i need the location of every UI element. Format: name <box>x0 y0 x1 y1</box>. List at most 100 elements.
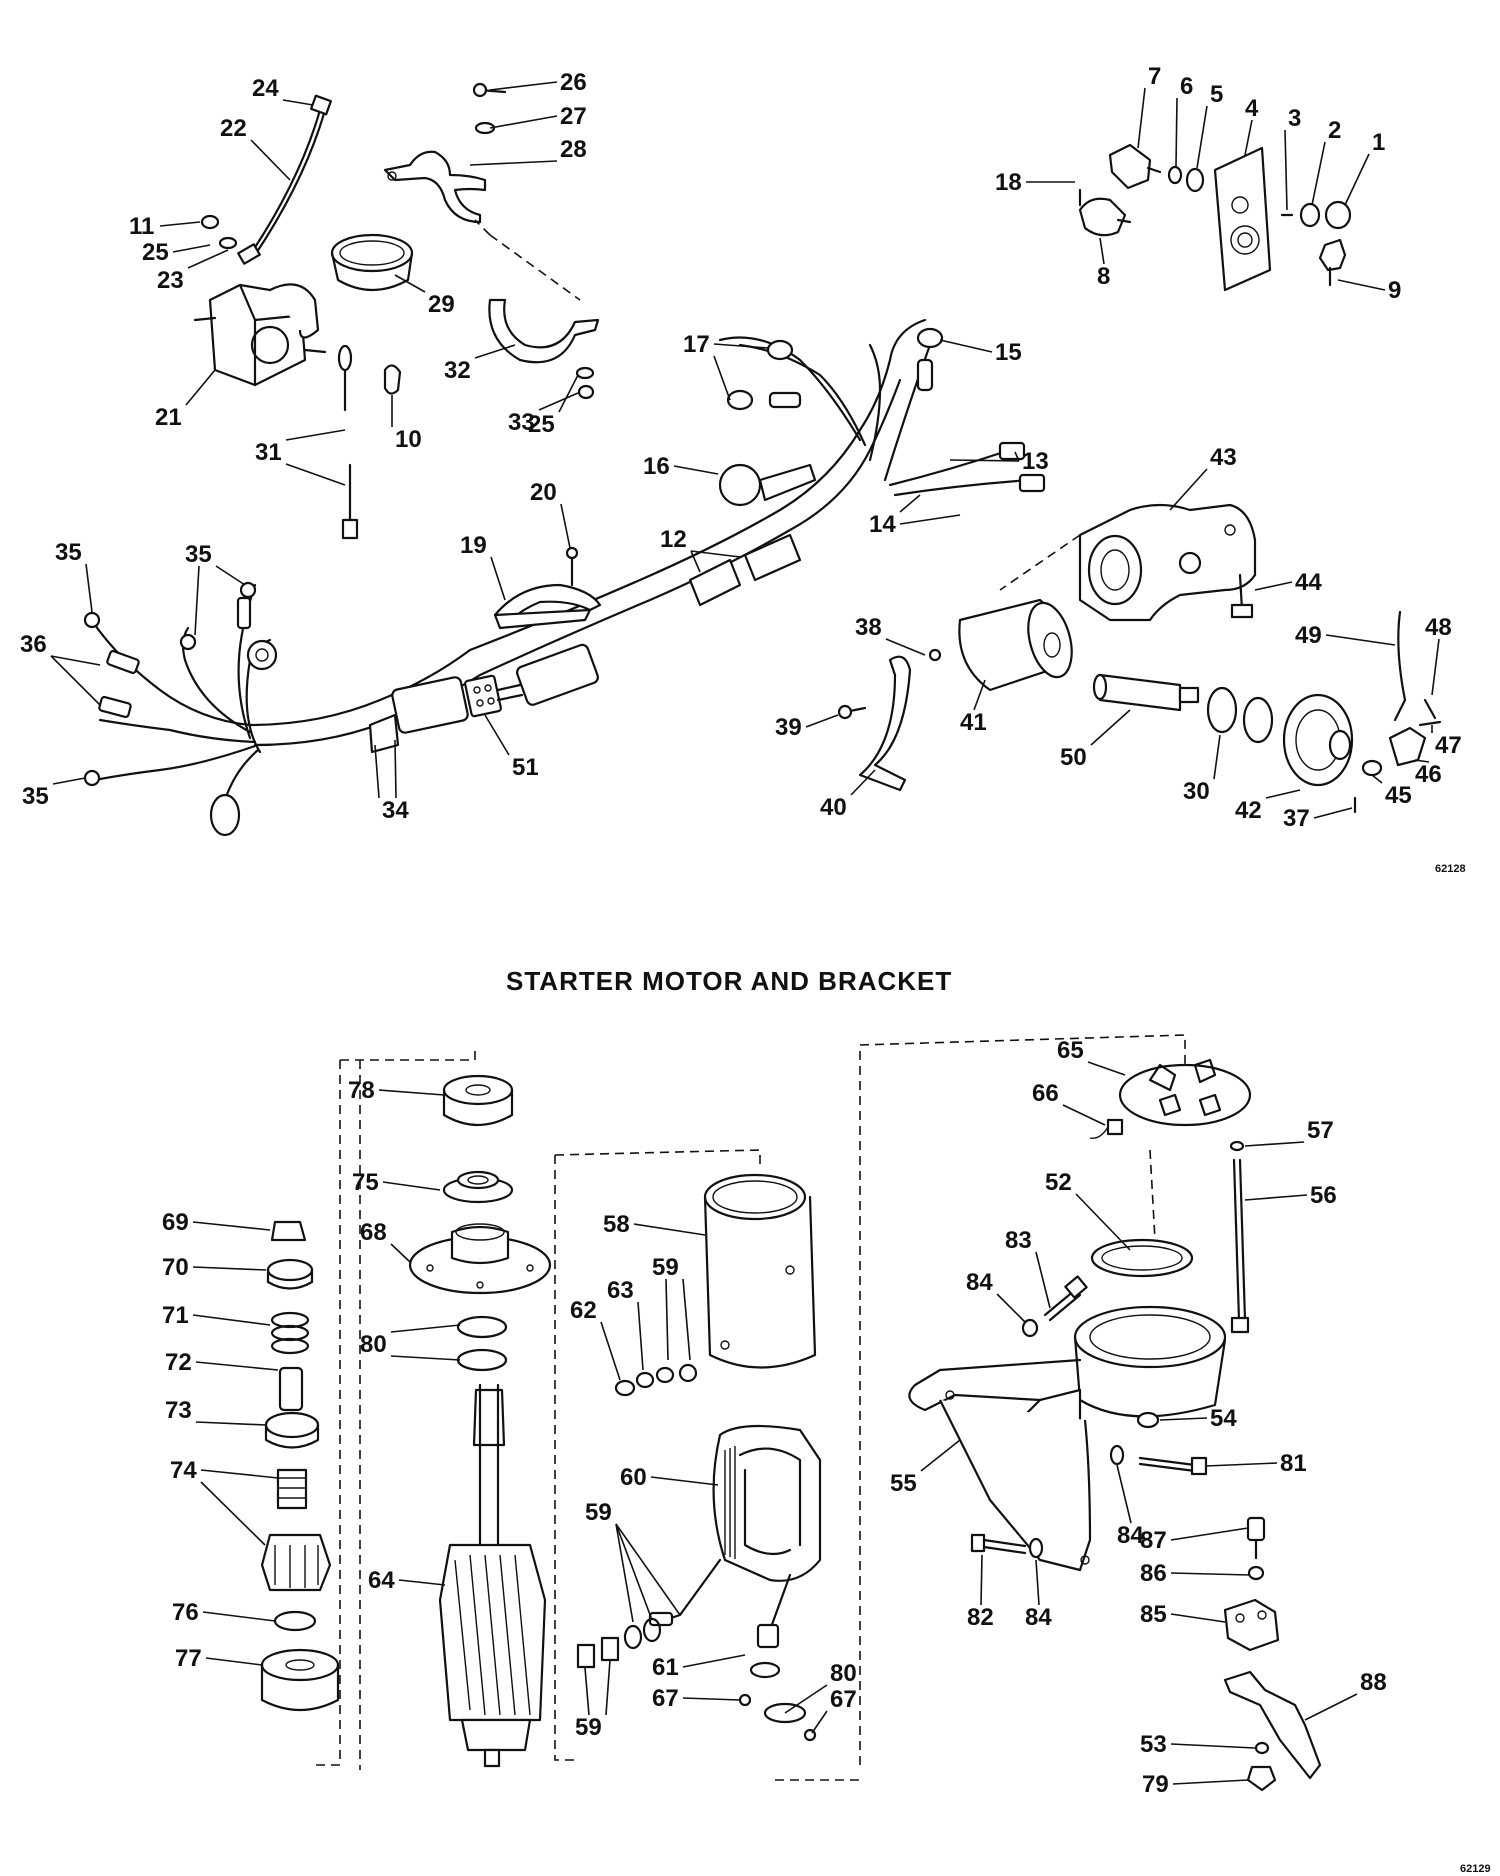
top-callout-46: 46 <box>1415 761 1442 788</box>
top-callout-27: 27 <box>560 103 587 130</box>
top-callout-7: 7 <box>1148 63 1161 90</box>
bottom-leader-59 <box>605 1659 611 1716</box>
top-callout-36: 36 <box>20 631 47 658</box>
solenoid-bracket-85-88 <box>1223 1516 1322 1792</box>
top-leader-34 <box>374 744 380 799</box>
bottom-callout-63: 63 <box>607 1277 634 1304</box>
frame-58 <box>703 1173 817 1369</box>
top-callout-30: 30 <box>1183 778 1210 805</box>
top-leader-35 <box>215 565 246 586</box>
bottom-leader-62 <box>600 1321 621 1381</box>
top-leader-4 <box>1244 119 1253 156</box>
top-callout-33: 33 <box>508 409 535 436</box>
top-callout-51: 51 <box>512 754 539 781</box>
top-callout-47: 47 <box>1435 732 1462 759</box>
top-callout-25: 25 <box>528 411 555 438</box>
top-leader-50 <box>1090 709 1131 746</box>
bottom-leader-63 <box>637 1301 644 1371</box>
top-leader-19 <box>490 556 506 601</box>
top-leader-16 <box>673 465 719 475</box>
bottom-callout-79: 79 <box>1142 1771 1169 1798</box>
bottom-callout-80: 80 <box>360 1331 387 1358</box>
top-leader-31 <box>285 429 346 441</box>
bottom-callout-56: 56 <box>1310 1182 1337 1209</box>
bottom-leader-59 <box>665 1278 669 1361</box>
top-callout-35: 35 <box>185 541 212 568</box>
bottom-leader-83 <box>1035 1251 1051 1309</box>
top-callout-18: 18 <box>995 169 1022 196</box>
top-callout-50: 50 <box>1060 744 1087 771</box>
bottom-leader-88 <box>1304 1693 1358 1721</box>
top-callout-32: 32 <box>444 357 471 384</box>
bottom-callout-88: 88 <box>1360 1669 1387 1696</box>
bottom-callout-67: 67 <box>652 1685 679 1712</box>
bottom-callout-71: 71 <box>162 1302 189 1329</box>
bottom-callout-85: 85 <box>1140 1601 1167 1628</box>
top-callout-16: 16 <box>643 453 670 480</box>
top-leader-44 <box>1254 581 1293 591</box>
top-leader-26 <box>489 81 558 91</box>
top-callout-41: 41 <box>960 709 987 736</box>
top-leader-37 <box>1313 807 1353 819</box>
bottom-callout-84: 84 <box>966 1269 993 1296</box>
top-leader-36 <box>50 655 101 666</box>
top-callout-4: 4 <box>1245 95 1259 122</box>
bottom-leader-71 <box>192 1314 271 1326</box>
bottom-callout-54: 54 <box>1210 1405 1237 1432</box>
bottom-leader-70 <box>192 1266 267 1271</box>
top-leader-7 <box>1137 87 1146 149</box>
bottom-leader-72 <box>195 1361 279 1371</box>
top-leader-21 <box>185 369 216 406</box>
bottom-callout-60: 60 <box>620 1464 647 1491</box>
bottom-leader-84 <box>1035 1559 1040 1606</box>
bottom-callout-73: 73 <box>165 1397 192 1424</box>
bottom-callout-78: 78 <box>348 1077 375 1104</box>
bottom-leader-52 <box>1075 1193 1131 1251</box>
bottom-leader-65 <box>1087 1061 1126 1076</box>
bottom-leader-80 <box>784 1684 828 1714</box>
bottom-leader-79 <box>1172 1779 1249 1785</box>
bottom-leader-54 <box>1159 1417 1208 1421</box>
bottom-leader-56 <box>1244 1194 1308 1201</box>
top-callout-12: 12 <box>660 526 687 553</box>
bottom-callout-84: 84 <box>1117 1522 1144 1549</box>
drive-stack-69-77 <box>260 1220 340 1712</box>
bottom-leader-76 <box>202 1611 276 1622</box>
top-leader-14 <box>899 514 961 525</box>
top-leader-28 <box>469 160 558 166</box>
bottom-callout-83: 83 <box>1005 1227 1032 1254</box>
top-leader-45 <box>1371 774 1383 784</box>
bottom-callout-67: 67 <box>830 1686 857 1713</box>
top-leader-12 <box>690 550 741 558</box>
top-callout-35: 35 <box>55 539 82 566</box>
bottom-callout-59: 59 <box>575 1714 602 1741</box>
top-callout-28: 28 <box>560 136 587 163</box>
strap-40 <box>837 655 912 792</box>
bottom-callout-59: 59 <box>652 1254 679 1281</box>
top-leader-46 <box>1414 759 1430 763</box>
bottom-callout-65: 65 <box>1057 1037 1084 1064</box>
bottom-leader-84 <box>996 1293 1026 1323</box>
bottom-callout-87: 87 <box>1140 1527 1167 1554</box>
bottom-callout-76: 76 <box>172 1599 199 1626</box>
top-leader-35 <box>85 563 93 613</box>
top-callout-23: 23 <box>157 267 184 294</box>
bottom-callout-69: 69 <box>162 1209 189 1236</box>
top-leader-34 <box>394 739 397 799</box>
harness-cable-12 <box>248 318 1046 754</box>
top-callout-39: 39 <box>775 714 802 741</box>
bottom-leader-78 <box>378 1089 445 1096</box>
bottom-callout-61: 61 <box>652 1654 679 1681</box>
ring-29 <box>330 233 414 291</box>
top-callout-9: 9 <box>1388 277 1401 304</box>
bottom-leader-84 <box>1116 1464 1132 1524</box>
bottom-callout-57: 57 <box>1307 1117 1334 1144</box>
callout-labels: 1234567891011121314151617181920212223242… <box>20 63 1462 1798</box>
section-title: STARTER MOTOR AND BRACKET <box>506 966 952 996</box>
top-callout-20: 20 <box>530 479 557 506</box>
bottom-callout-81: 81 <box>1280 1450 1307 1477</box>
bottom-leader-86 <box>1170 1572 1251 1576</box>
top-leader-40 <box>850 769 876 796</box>
key-switch-panel <box>1078 143 1352 292</box>
